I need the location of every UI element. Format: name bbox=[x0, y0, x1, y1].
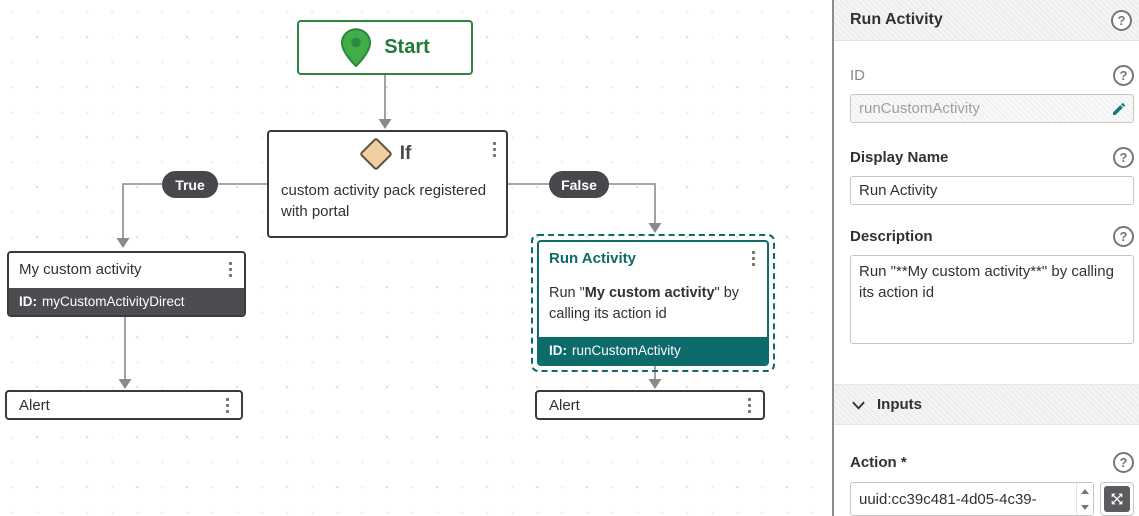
help-icon[interactable]: ? bbox=[1113, 65, 1134, 86]
arrowhead-mca-alert bbox=[118, 379, 132, 389]
alert-node-left[interactable]: Alert bbox=[5, 390, 243, 420]
description-textarea[interactable]: Run "**My custom activity**" by calling … bbox=[850, 255, 1134, 344]
alert-node-title: Alert bbox=[19, 396, 50, 414]
map-pin-icon bbox=[341, 27, 372, 67]
workflow-canvas[interactable]: Start If custom activity pack registered… bbox=[0, 0, 832, 516]
run-activity-menu-button[interactable] bbox=[748, 249, 759, 268]
arrowhead-if-false bbox=[648, 223, 662, 233]
edit-id-button[interactable] bbox=[1111, 101, 1127, 117]
help-icon[interactable]: ? bbox=[1113, 147, 1134, 168]
alert-node-right[interactable]: Alert bbox=[535, 390, 765, 420]
run-activity-description: Run "My custom activity" by calling its … bbox=[549, 285, 740, 322]
id-label: ID: bbox=[549, 343, 567, 358]
start-node[interactable]: Start bbox=[297, 20, 473, 75]
chevron-down-icon bbox=[852, 401, 865, 410]
inputs-section-label: Inputs bbox=[877, 396, 922, 413]
arrowhead-ra-alert bbox=[648, 379, 662, 389]
branch-label-false: False bbox=[549, 171, 609, 198]
my-custom-activity-node[interactable]: My custom activity ID: myCustomActivityD… bbox=[7, 251, 246, 317]
panel-title: Run Activity bbox=[850, 11, 943, 28]
run-activity-id-bar: ID: runCustomActivity bbox=[539, 337, 767, 364]
help-icon[interactable]: ? bbox=[1113, 226, 1134, 247]
alert-left-menu-button[interactable] bbox=[222, 396, 233, 415]
arrowhead-if-true bbox=[116, 238, 130, 248]
if-node-description: custom activity pack registered with por… bbox=[281, 182, 487, 220]
description-field-label: Description bbox=[850, 228, 933, 245]
display-name-input[interactable] bbox=[850, 176, 1134, 205]
id-value: runCustomActivity bbox=[572, 343, 681, 358]
properties-panel: Run Activity ? ID ? Display Name ? bbox=[832, 0, 1139, 516]
if-node-header: If bbox=[269, 132, 506, 171]
run-activity-node[interactable]: Run Activity Run "My custom activity" by… bbox=[537, 240, 769, 366]
branch-label-true: True bbox=[162, 171, 218, 198]
spinner-up-button[interactable] bbox=[1077, 483, 1093, 499]
my-custom-activity-title: My custom activity bbox=[19, 261, 142, 278]
help-icon[interactable]: ? bbox=[1113, 452, 1134, 473]
connector-if-true bbox=[122, 183, 267, 238]
id-value: myCustomActivityDirect bbox=[42, 294, 185, 309]
run-activity-title: Run Activity bbox=[549, 250, 636, 267]
expand-arrows-icon bbox=[1104, 486, 1130, 512]
spinner-down-button[interactable] bbox=[1077, 499, 1093, 515]
display-name-field-label: Display Name bbox=[850, 149, 949, 166]
action-input-spinner bbox=[1076, 483, 1093, 515]
action-input[interactable] bbox=[850, 482, 1094, 516]
action-picker-button[interactable] bbox=[1100, 482, 1134, 516]
my-custom-activity-menu-button[interactable] bbox=[225, 260, 236, 279]
my-custom-activity-id-bar: ID: myCustomActivityDirect bbox=[9, 288, 244, 315]
if-node-title: If bbox=[399, 143, 412, 164]
pencil-icon bbox=[1113, 102, 1125, 115]
run-activity-node-selection-outline: Run Activity Run "My custom activity" by… bbox=[531, 234, 775, 372]
action-field-label: Action * bbox=[850, 454, 907, 471]
start-node-label: Start bbox=[384, 36, 430, 58]
inputs-section-header[interactable]: Inputs bbox=[834, 384, 1139, 425]
panel-header: Run Activity ? bbox=[834, 0, 1139, 41]
alert-right-menu-button[interactable] bbox=[744, 396, 755, 415]
id-field-label: ID bbox=[850, 67, 865, 84]
if-node[interactable]: If custom activity pack registered with … bbox=[267, 130, 508, 238]
id-input bbox=[850, 94, 1134, 123]
if-node-menu-button[interactable] bbox=[489, 140, 500, 159]
help-icon[interactable]: ? bbox=[1111, 9, 1132, 31]
alert-node-title: Alert bbox=[549, 396, 580, 414]
id-label: ID: bbox=[19, 294, 37, 309]
arrowhead-start-if bbox=[378, 119, 392, 129]
